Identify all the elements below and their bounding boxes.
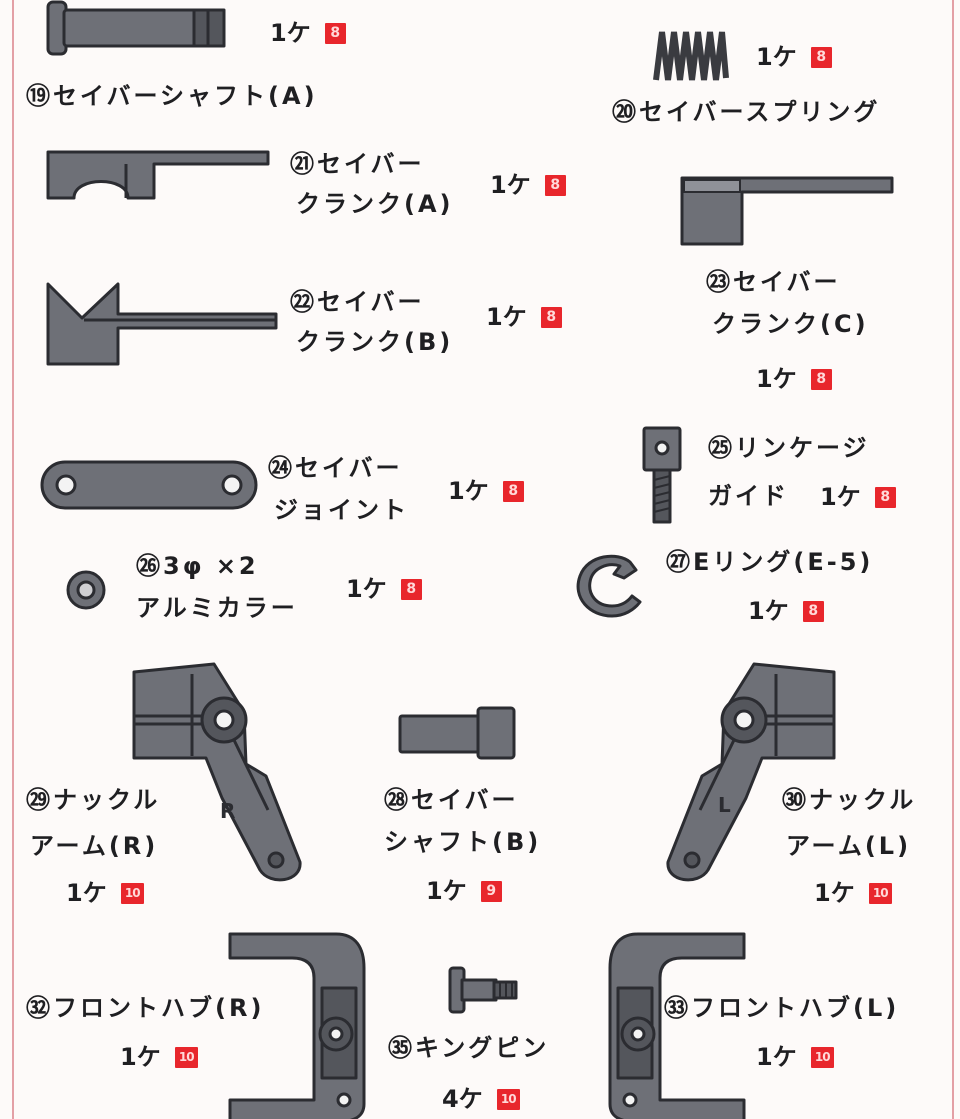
quantity-text: 1ケ [270, 19, 311, 47]
quantity-text: 1ケ [814, 879, 855, 907]
bag-number-badge: 10 [120, 882, 144, 904]
quantity-text: 1ケ [490, 171, 531, 199]
part-21-name-line1: ㉑セイバー [290, 150, 425, 178]
shaft-icon [46, 0, 226, 56]
part-20-quantity: 1ケ 8 [756, 42, 832, 72]
spring-icon [653, 31, 729, 81]
part-30-name-line2: アーム(L) [786, 832, 912, 860]
part-27-name: ㉗Eリング(E-5) [666, 548, 874, 576]
part-24-quantity: 1ケ 8 [448, 476, 524, 506]
part-35-quantity: 4ケ 10 [442, 1084, 520, 1114]
knuckle-arm-icon: L [666, 662, 836, 882]
bag-number-badge: 10 [868, 882, 892, 904]
part-23-name-line2: クランク(C) [712, 310, 869, 338]
part-21-quantity: 1ケ 8 [490, 170, 566, 200]
part-20-name: ⑳セイバースプリング [612, 98, 881, 126]
part-22-name-line2: クランク(B) [296, 328, 454, 356]
part-21-name-line2: クランク(A) [296, 190, 454, 218]
quantity-text: 1ケ [756, 1043, 797, 1071]
shaft-icon [398, 706, 516, 760]
bag-number-badge: 10 [810, 1046, 834, 1068]
part-29-name-line1: ㉙ナックル [26, 786, 161, 814]
part-28-name-line1: ㉘セイバー [384, 786, 519, 814]
bag-number-badge: 8 [874, 486, 896, 508]
part-30-quantity: 1ケ 10 [814, 878, 892, 908]
bag-number-badge: 8 [802, 600, 824, 622]
part-24-name-line2: ジョイント [274, 496, 409, 524]
bag-number-badge: 8 [400, 578, 422, 600]
quantity-text: 1ケ [486, 303, 527, 331]
part-19-name: ⑲セイバーシャフト(A) [26, 82, 318, 110]
bag-number-badge: 8 [502, 480, 524, 502]
part-26-name-line1: ㉖3φ ×2 [136, 552, 259, 580]
knuckle-right-marking: R [220, 799, 235, 823]
bag-number-badge: 8 [810, 368, 832, 390]
part-27-quantity: 1ケ 8 [748, 596, 824, 626]
part-23-quantity: 1ケ 8 [756, 364, 832, 394]
knuckle-left-marking: L [718, 793, 731, 817]
part-25-quantity: 1ケ 8 [820, 482, 896, 512]
part-33-quantity: 1ケ 10 [756, 1042, 834, 1072]
quantity-text: 1ケ [748, 597, 789, 625]
frame-border-left [12, 0, 14, 1119]
bag-number-badge: 9 [480, 880, 502, 902]
part-30-name-line1: ㉚ナックル [782, 786, 917, 814]
crank-icon [46, 150, 270, 200]
part-29-quantity: 1ケ 10 [66, 878, 144, 908]
frame-border-right [952, 0, 954, 1119]
front-hub-icon [228, 932, 366, 1119]
part-23-name-line1: ㉓セイバー [706, 268, 841, 296]
part-25-name-line2: ガイド [708, 482, 789, 510]
part-26-quantity: 1ケ 8 [346, 574, 422, 604]
part-33-name: ㉝フロントハブ(L) [664, 994, 900, 1022]
part-25-name-line1: ㉕リンケージ [708, 434, 870, 462]
bag-number-badge: 10 [496, 1088, 520, 1110]
part-24-name-line1: ㉔セイバー [268, 454, 403, 482]
king-pin-icon [448, 966, 518, 1014]
part-28-quantity: 1ケ 9 [426, 876, 502, 906]
collar-icon [66, 570, 106, 610]
bag-number-badge: 8 [540, 306, 562, 328]
bag-number-badge: 8 [544, 174, 566, 196]
e-ring-icon [576, 554, 642, 618]
quantity-text: 1ケ [120, 1043, 161, 1071]
part-22-quantity: 1ケ 8 [486, 302, 562, 332]
quantity-text: 1ケ [66, 879, 107, 907]
part-35-name: ㉟キングピン [388, 1034, 550, 1062]
quantity-text: 1ケ [426, 877, 467, 905]
quantity-text: 4ケ [442, 1085, 483, 1113]
front-hub-icon [608, 932, 746, 1119]
part-28-name-line2: シャフト(B) [384, 828, 542, 856]
part-29-name-line2: アーム(R) [30, 832, 159, 860]
bag-number-badge: 8 [810, 46, 832, 68]
joint-icon [40, 460, 258, 510]
part-32-quantity: 1ケ 10 [120, 1042, 198, 1072]
part-19-quantity: 1ケ 8 [270, 18, 346, 48]
quantity-text: 1ケ [756, 43, 797, 71]
quantity-text: 1ケ [756, 365, 797, 393]
part-26-name-line2: アルミカラー [136, 594, 298, 622]
knuckle-arm-icon: R [132, 662, 302, 882]
part-32-name: ㉜フロントハブ(R) [26, 994, 265, 1022]
bag-number-badge: 10 [174, 1046, 198, 1068]
quantity-text: 1ケ [346, 575, 387, 603]
bag-number-badge: 8 [324, 22, 346, 44]
linkage-guide-icon [642, 426, 682, 524]
quantity-text: 1ケ [448, 477, 489, 505]
quantity-text: 1ケ [820, 483, 861, 511]
part-22-name-line1: ㉒セイバー [290, 288, 425, 316]
crank-icon [46, 282, 278, 366]
crank-icon [680, 176, 894, 246]
